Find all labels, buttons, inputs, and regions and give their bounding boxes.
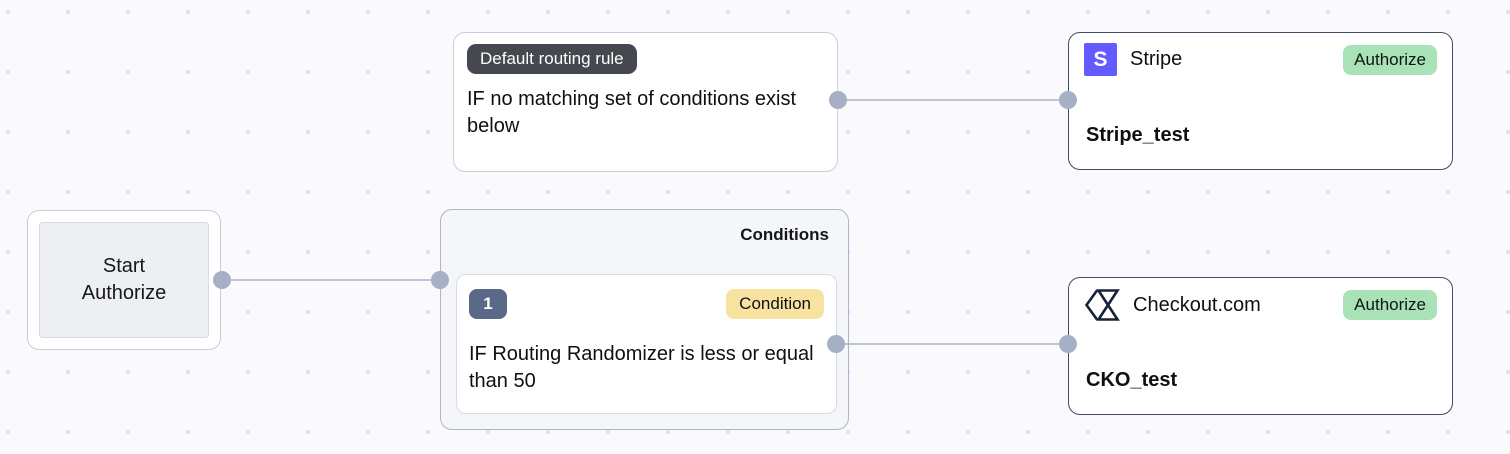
start-node[interactable]: Start Authorize — [27, 210, 221, 350]
processor-name: Checkout.com — [1133, 293, 1261, 316]
processor-account: CKO_test — [1086, 369, 1178, 391]
stripe-logo-icon: S — [1084, 43, 1117, 76]
checkout-logo-icon — [1084, 288, 1120, 322]
processor-card-stripe[interactable]: S Stripe Authorize Stripe_test — [1068, 32, 1453, 170]
condition-card[interactable]: 1 Condition IF Routing Randomizer is les… — [456, 274, 837, 414]
default-rule-card[interactable]: Default routing rule IF no matching set … — [453, 32, 838, 172]
authorize-badge: Authorize — [1343, 44, 1437, 75]
conditions-group[interactable]: Conditions 1 Condition IF Routing Random… — [440, 209, 849, 430]
processor-header: S Stripe Authorize — [1084, 43, 1437, 76]
default-rule-text: IF no matching set of conditions exist b… — [467, 88, 797, 137]
conditions-group-title: Conditions — [740, 225, 829, 244]
processor-header: Checkout.com Authorize — [1084, 288, 1437, 322]
default-rule-badge: Default routing rule — [467, 44, 637, 74]
authorize-badge: Authorize — [1343, 290, 1437, 320]
condition-badge-row: 1 Condition — [469, 289, 824, 319]
processor-account: Stripe_test — [1086, 124, 1190, 146]
condition-text: IF Routing Randomizer is less or equal t… — [469, 343, 814, 392]
start-node-label: Start Authorize — [39, 222, 209, 338]
condition-type-badge: Condition — [726, 289, 824, 319]
condition-number-badge: 1 — [469, 289, 507, 319]
processor-card-checkout[interactable]: Checkout.com Authorize CKO_test — [1068, 277, 1453, 415]
processor-name: Stripe — [1130, 48, 1183, 70]
